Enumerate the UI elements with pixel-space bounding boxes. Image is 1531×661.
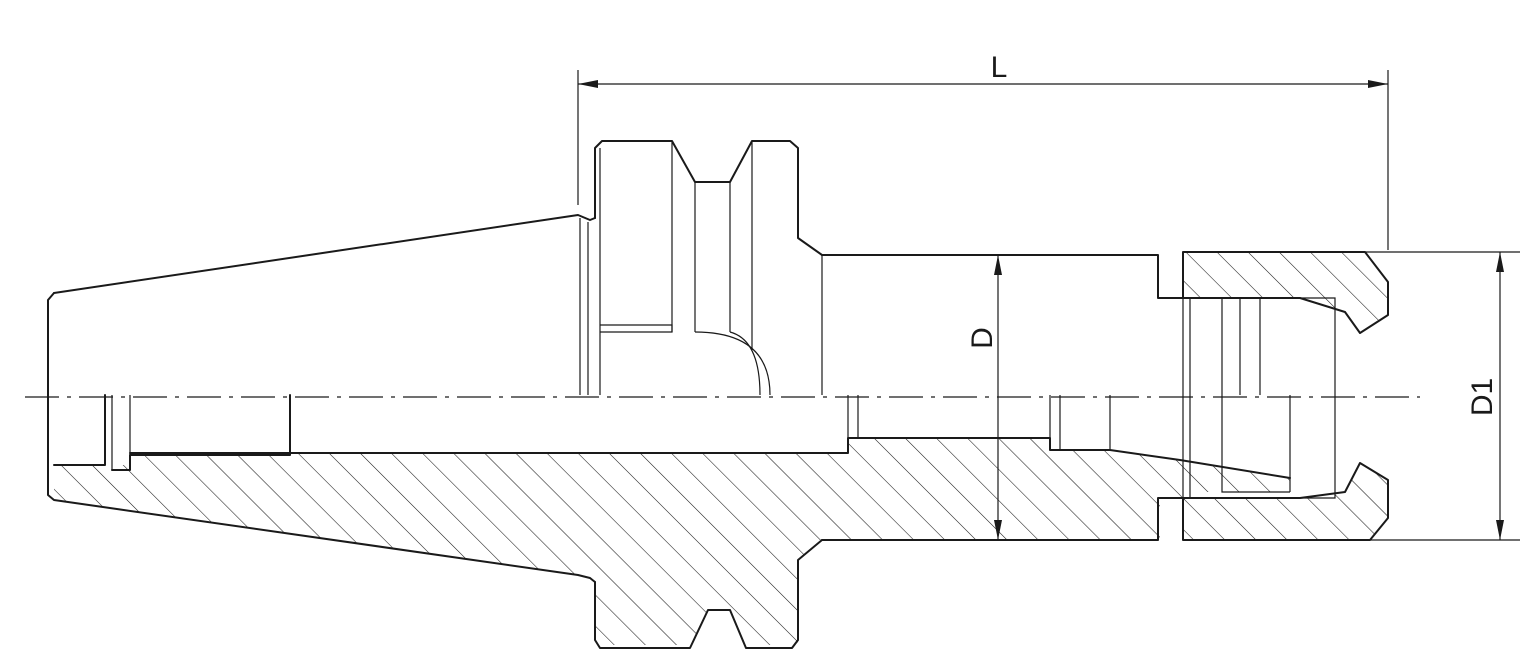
length-label: L [991, 51, 1008, 84]
diameter-label: D [966, 327, 999, 349]
length-dimension: L [577, 51, 1389, 250]
outer-diameter-dimension: D1 [1365, 251, 1520, 541]
tool-holder-outline [47, 140, 1389, 649]
outer-diameter-label: D1 [1466, 378, 1499, 416]
diameter-dimension: D [966, 255, 1002, 540]
section-hatching [54, 252, 1388, 645]
